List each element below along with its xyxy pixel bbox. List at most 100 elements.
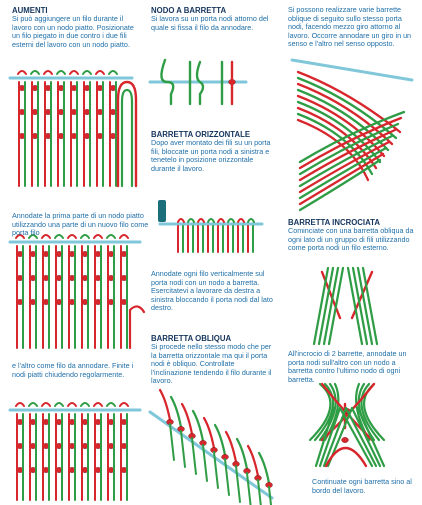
annodate-ogni-filo-text: Annodate ogni filo verticalmente sul por… [151,269,273,313]
mounting-loop [119,402,129,407]
mounting-loop [80,402,90,407]
cord [235,437,249,471]
mounting-loop [106,402,116,407]
incrocio-text: All'incrocio di 2 barrette, annodate un … [288,349,407,384]
mounting-loop [207,218,215,223]
barretta-obliqua-title: BARRETTA OBLIQUA [151,334,232,343]
cord [298,128,397,182]
mounting-loop [217,218,225,223]
cord [268,486,273,505]
section-aumenti: AUMENTI Si può aggiungere un filo durant… [12,6,140,49]
aumenti-text: Si può aggiungere un filo durante il lav… [12,14,134,49]
barretta-knot [341,437,349,443]
cord [246,472,252,505]
mounting-loop [43,70,53,75]
knot-step-2 [195,60,205,106]
cord [191,437,197,475]
cord [298,134,394,188]
altro-come-filo-text: e l'altro come filo da annodare. Finite … [12,361,134,379]
cord [318,406,342,468]
figure-aumenti-finished [8,402,142,501]
nodo-a-barretta-text: Si lavora su un porta nodi attorno del q… [151,14,269,32]
mounting-loop [15,234,25,239]
nodo-a-barretta-title: NODO A BARRETTA [151,6,227,15]
holder-rod [148,410,274,500]
mounting-loop [106,234,116,239]
new-cord [128,305,146,350]
mounting-loop [108,70,118,75]
barretta-orizzontale-title: BARRETTA ORIZZONTALE [151,130,251,139]
mounting-loop [119,234,129,239]
mounting-loop [28,402,38,407]
cord [213,423,227,457]
cord [246,444,260,478]
mounting-loop [15,402,25,407]
cord [317,266,335,346]
cord [257,479,262,505]
cord [224,458,230,496]
cord [202,416,216,450]
knot-step-1 [160,58,175,106]
cord [213,451,219,489]
figure-barretta-orizzontale [158,200,264,253]
cord [235,465,241,503]
added-cord [116,80,138,188]
mounting-loop [237,218,245,223]
cord [327,266,345,346]
mounting-loop [67,402,77,407]
mounting-loop [67,234,77,239]
mounting-loop [69,70,79,75]
section-barretta-obliqua: BARRETTA OBLIQUA Si procede nello stesso… [151,334,277,386]
figure-aumenti-new-cord [8,234,146,350]
mounting-loop [197,218,205,223]
barretta-incrociata-title: BARRETTA INCROCIATA [288,218,380,227]
figure-aumenti-start [8,70,138,188]
cord [338,406,374,468]
mounting-loop [56,70,66,75]
cord [224,430,238,464]
cord [298,140,391,194]
cord [298,122,400,176]
section-annodate-ogni-filo: Annodate ogni filo verticalmente sul por… [151,269,277,313]
mounting-loop [30,70,40,75]
mounting-loop [247,218,255,223]
mounting-loop [177,218,185,223]
cord [296,100,382,164]
cord [322,406,348,468]
cord [322,266,340,346]
cord [312,266,330,346]
figure-barretta-obliqua [148,388,274,505]
cord [356,406,386,468]
barretta-incrociata-text: Cominciate con una barretta obliqua da o… [288,226,414,253]
cord [158,388,172,422]
cord [169,395,183,429]
figure-incrociata-start [312,266,379,346]
cord [298,116,403,170]
added-cord [120,88,134,188]
mounting-loop [187,218,195,223]
cord [298,146,388,200]
mounting-loop [54,402,64,407]
cord [191,409,205,443]
section-barretta-orizzontale: BARRETTA ORIZZONTALE Dopo aver montato d… [151,130,273,173]
cord [180,430,186,468]
mounting-loop [80,234,90,239]
cord [360,382,381,442]
mounting-loop [227,218,235,223]
mounting-loop [54,234,64,239]
cord [296,106,378,170]
annodate-parte-text: Annodate la prima parte di un nodo piatt… [12,211,149,238]
cord [356,266,374,346]
section-incrocio: All'incrocio di 2 barrette, annodate un … [288,349,416,384]
mounting-loop [93,234,103,239]
cord [180,402,194,436]
figure-nodo-a-barretta [148,58,248,106]
section-varie-barrette: Si possono realizzare varie barrette obl… [288,5,416,49]
cord [298,110,406,164]
mounting-loop [41,402,51,407]
figure-varie-barrette [290,58,414,212]
aumenti-title: AUMENTI [12,6,48,15]
mounting-loop [41,234,51,239]
section-altro-come-filo: e l'altro come filo da annodare. Finite … [12,361,142,379]
